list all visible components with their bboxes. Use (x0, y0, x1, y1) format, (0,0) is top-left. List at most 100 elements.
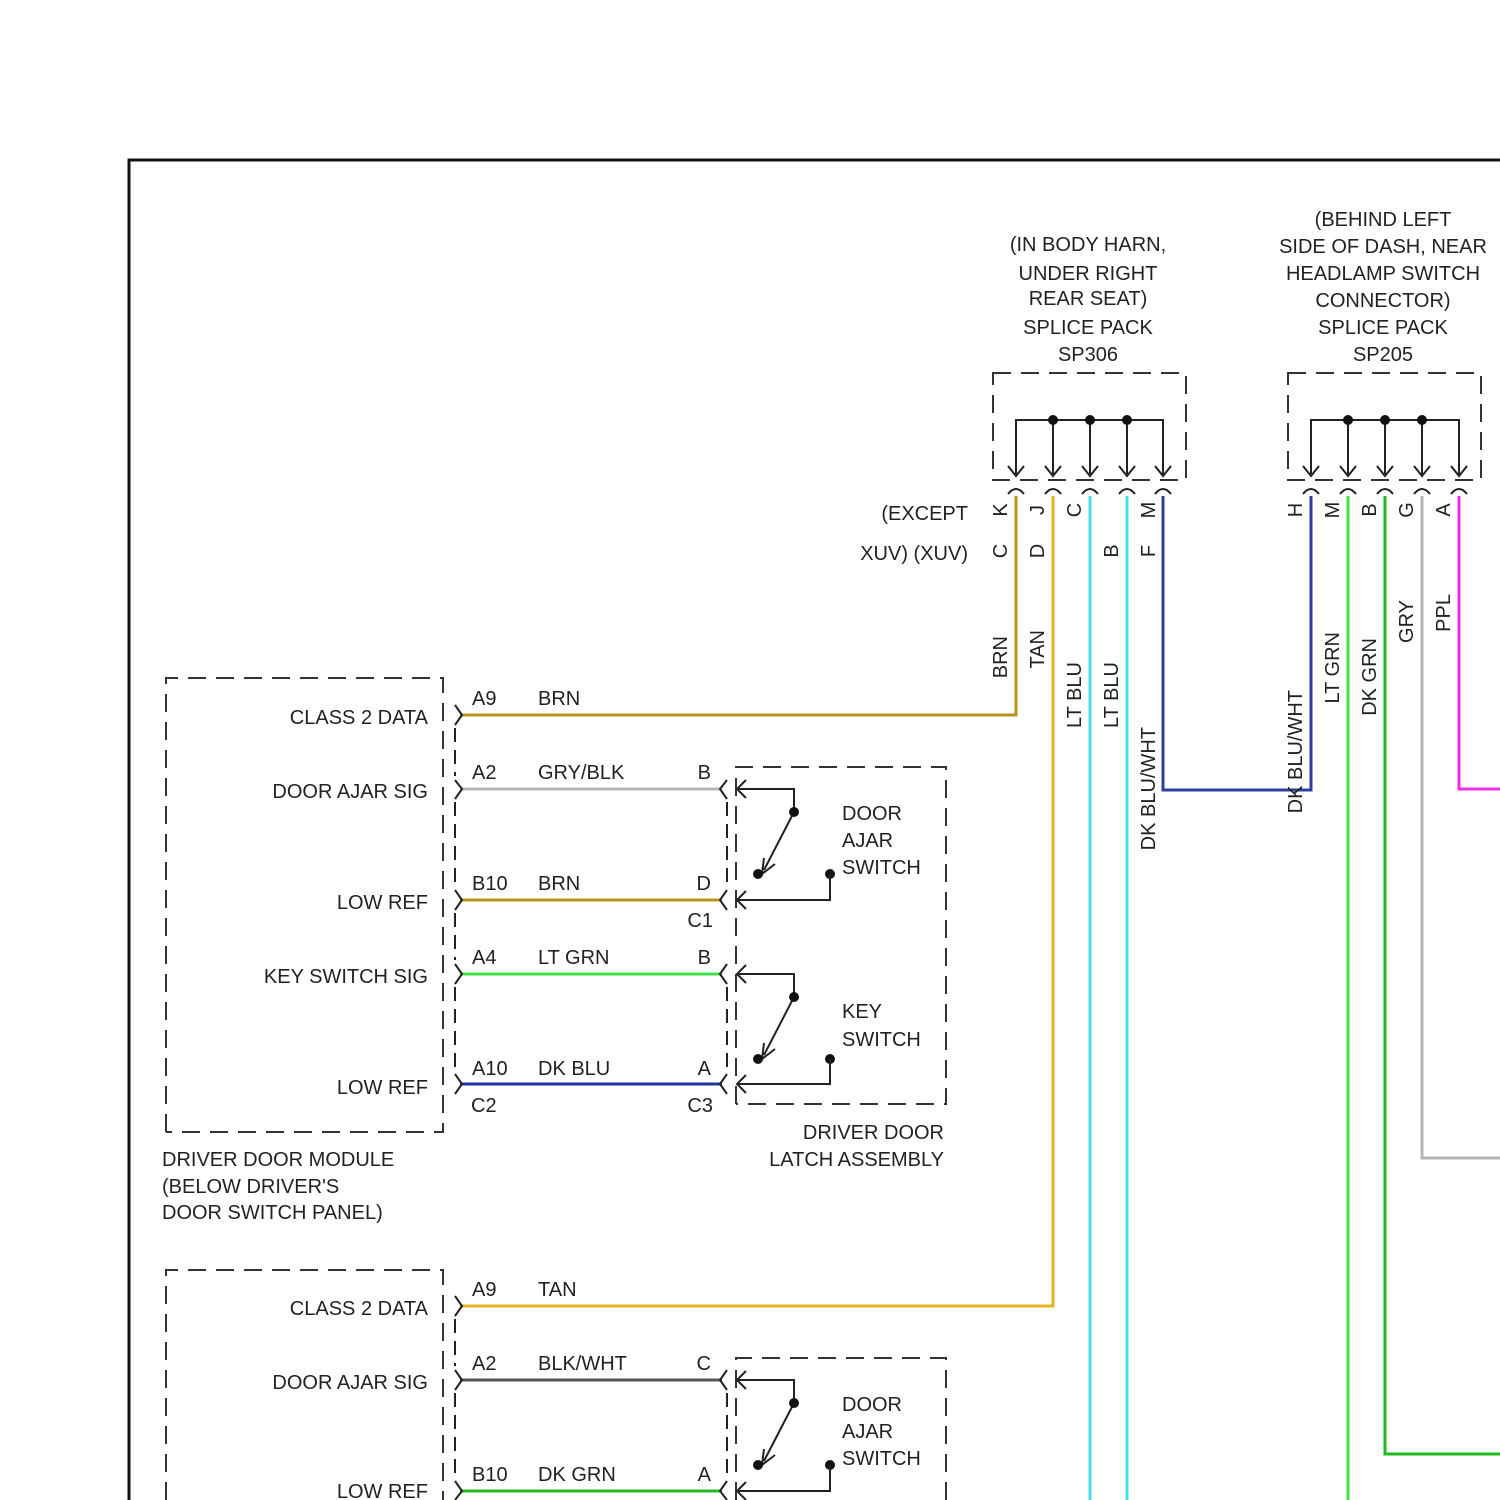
wire-color-label: TAN (1027, 630, 1049, 669)
sp205-location-4: CONNECTOR) (1315, 290, 1450, 312)
sp205-splice-dot (1417, 415, 1427, 425)
switch-arm (762, 812, 794, 874)
wire-color-label: BRN (538, 688, 580, 710)
module-pin: A2 (472, 762, 496, 784)
module-pin: A10 (472, 1058, 508, 1080)
sp205-location-3: HEADLAMP SWITCH (1286, 263, 1480, 285)
pin-label: A (1433, 503, 1455, 517)
switch-contact (753, 869, 763, 879)
wire-color-label: DK BLU (538, 1058, 610, 1080)
door-ajar-switch-label-3: SWITCH (842, 1448, 921, 1470)
sp306-id: SP306 (1058, 344, 1118, 366)
door-ajar-switch-label-3: SWITCH (842, 857, 921, 879)
sp306-bus (1016, 420, 1163, 474)
sp205-type: SPLICE PACK (1318, 317, 1448, 339)
switch-return (737, 874, 830, 909)
door-ajar-switch-symbol (737, 780, 835, 909)
door-ajar-switch-symbol (737, 1371, 835, 1500)
wires (460, 496, 1500, 1500)
wire-color-label: BLK/WHT (538, 1353, 627, 1375)
wire-color-label: DK BLU/WHT (1138, 727, 1160, 850)
module-connector (455, 705, 462, 1094)
module-pin: A4 (472, 947, 496, 969)
pin-label: F (1138, 545, 1160, 557)
circuit-name: DOOR AJAR SIG (272, 1372, 428, 1394)
wire-brn-sp306 (460, 496, 1016, 715)
module-caption-2: (BELOW DRIVER'S (162, 1176, 339, 1198)
circuit-name: LOW REF (337, 1077, 428, 1099)
wire-color-label: BRN (538, 873, 580, 895)
latch-caption-1: DRIVER DOOR (803, 1122, 944, 1144)
wire-color-label: GRY (1396, 600, 1418, 643)
wire-color-label: DK BLU/WHT (1285, 690, 1307, 813)
door-ajar-switch-label-2: AJAR (842, 830, 893, 852)
module-caption-3: DOOR SWITCH PANEL) (162, 1202, 383, 1224)
wire-color-label: PPL (1433, 594, 1455, 632)
switch-return (737, 1059, 830, 1093)
pin-label: B (1101, 544, 1123, 557)
sp205-id: SP205 (1353, 344, 1413, 366)
circuit-name: DOOR AJAR SIG (272, 781, 428, 803)
pin-label: M (1138, 502, 1160, 519)
module-connector (455, 1296, 462, 1500)
except-xuv-label: (EXCEPT (881, 503, 968, 525)
latch-pin: B (698, 762, 711, 784)
module-pin: A9 (472, 1279, 496, 1301)
second-door-latch: C A DOOR AJAR SWITCH (697, 1353, 946, 1500)
circuit-name: KEY SWITCH SIG (264, 966, 428, 988)
pin-label: C (1064, 503, 1086, 517)
latch-connector-id: C1 (687, 910, 713, 932)
circuit-name: LOW REF (337, 892, 428, 914)
wire-color-label: DK GRN (1359, 638, 1381, 716)
latch-caption-2: LATCH ASSEMBLY (769, 1149, 944, 1171)
sp205-bus (1311, 420, 1459, 474)
sp306-splice-dot (1048, 415, 1058, 425)
circuit-name: CLASS 2 DATA (290, 707, 429, 729)
driver-door-latch: B D C1 B A C3 DOOR AJAR SWITCH KEY SWITC… (687, 762, 946, 1171)
latch-pin: C (697, 1353, 711, 1375)
sp306-location-3: REAR SEAT) (1029, 288, 1148, 310)
module-caption-1: DRIVER DOOR MODULE (162, 1149, 394, 1171)
pin-label: D (1027, 544, 1049, 558)
wire-ppl-sp205 (1459, 496, 1500, 789)
sp205-splice-dot (1380, 415, 1390, 425)
pin-label: C (990, 544, 1012, 558)
sp306-type: SPLICE PACK (1023, 317, 1153, 339)
switch-arrow (737, 965, 794, 997)
latch-pin: A (698, 1464, 712, 1486)
key-switch-label-2: SWITCH (842, 1029, 921, 1051)
door-ajar-switch-label-1: DOOR (842, 1394, 902, 1416)
pin-label: J (1027, 505, 1049, 515)
splice-pack-sp306: (IN BODY HARN, UNDER RIGHT REAR SEAT) SP… (860, 234, 1186, 850)
switch-contact (753, 1054, 763, 1064)
driver-door-module: CLASS 2 DATA DOOR AJAR SIG LOW REF KEY S… (162, 678, 625, 1224)
module-pin: B10 (472, 873, 508, 895)
sp306-splice-dot (1122, 415, 1132, 425)
wire-color-label: GRY/BLK (538, 762, 625, 784)
latch-connector (720, 780, 727, 1094)
key-switch-label-1: KEY (842, 1001, 882, 1023)
switch-pivot (789, 1398, 799, 1408)
pin-label: H (1285, 503, 1307, 517)
circuit-name: LOW REF (337, 1481, 428, 1500)
latch-box (736, 767, 946, 1104)
wire-color-label: LT GRN (1322, 632, 1344, 704)
switch-return (737, 1465, 830, 1500)
sp306-splice-dot (1085, 415, 1095, 425)
latch-pin: A (698, 1058, 712, 1080)
switch-arm (762, 1403, 794, 1465)
xuv-label: XUV) (XUV) (860, 543, 968, 565)
latch-connector-id: C3 (687, 1095, 713, 1117)
wire-color-label: LT GRN (538, 947, 610, 969)
sp205-location-1: (BEHIND LEFT (1315, 209, 1452, 231)
switch-arrow (737, 1371, 794, 1403)
sp205-location-2: SIDE OF DASH, NEAR (1279, 236, 1487, 258)
wire-color-label: LT BLU (1064, 662, 1086, 728)
switch-contact (753, 1460, 763, 1470)
sp205-splice-dot (1343, 415, 1353, 425)
key-switch-symbol (737, 965, 835, 1093)
latch-pin: B (698, 947, 711, 969)
switch-pivot (789, 992, 799, 1002)
pin-label: K (990, 503, 1012, 517)
